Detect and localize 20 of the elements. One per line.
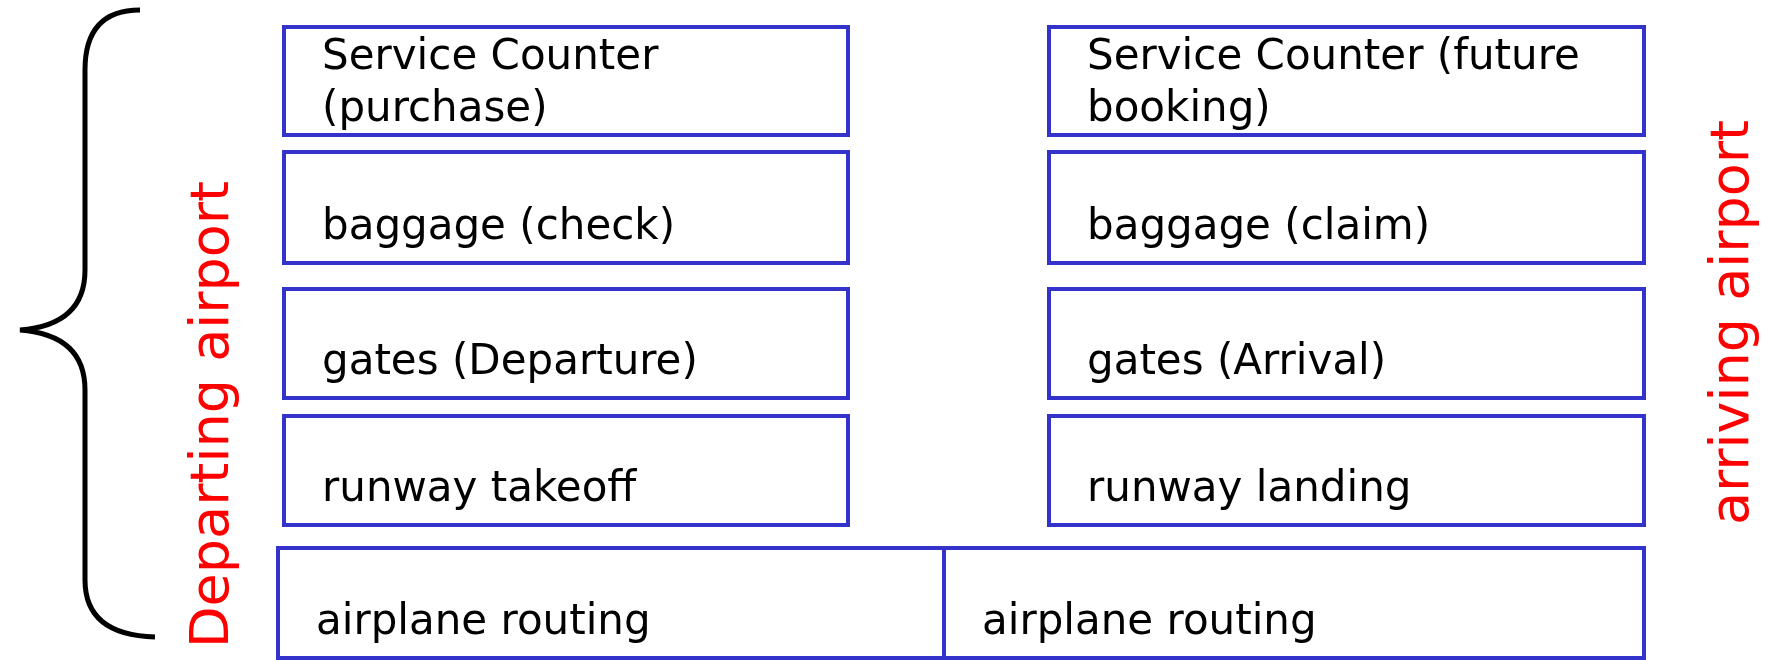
layer-box [1047,150,1646,265]
layer-box [282,25,850,137]
layer-box [1047,414,1646,527]
layer-label: Service Counter (purchase) [322,29,660,133]
layer-box [282,414,850,527]
layer-label: gates (Arrival) [1087,334,1387,386]
layer-label: baggage (check) [322,199,676,251]
layer-box [1047,287,1646,400]
layer-box [282,150,850,265]
layer-box [1047,25,1646,137]
layer-label: airplane routing [982,594,1317,646]
layer-label: runway takeoff [322,461,637,513]
layer-label: runway landing [1087,461,1412,513]
side-label: arriving airport [1698,119,1761,525]
layer-label: baggage (claim) [1087,199,1431,251]
side-label: Departing airport [178,180,241,648]
layer-label: airplane routing [316,594,651,646]
layer-label: Service Counter (future booking) [1087,29,1581,133]
layer-box [282,287,850,400]
layer-label: gates (Departure) [322,334,698,386]
